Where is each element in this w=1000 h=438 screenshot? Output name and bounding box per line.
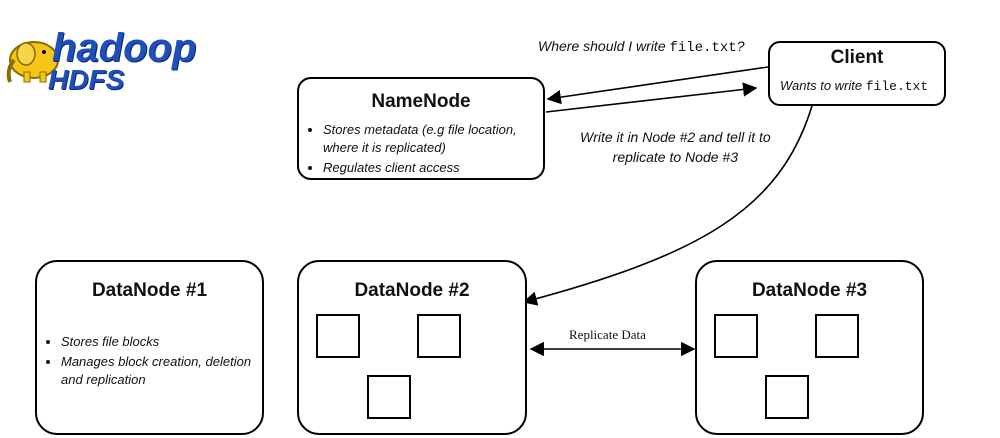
hadoop-hdfs-logo: hadoop HDFS xyxy=(4,20,204,110)
hadoop-wordmark: hadoop xyxy=(52,26,197,70)
answer-arrow xyxy=(545,82,758,113)
namenode-item: Regulates client access xyxy=(323,159,553,177)
elephant-icon xyxy=(6,41,59,83)
datanode-1-title: DataNode #1 xyxy=(91,280,208,301)
namenode-item: Stores metadata (e.g file location, wher… xyxy=(323,121,553,157)
namenode-items: Stores metadata (e.g file location, wher… xyxy=(307,121,553,179)
datanode-1-item: Manages block creation, deletion and rep… xyxy=(61,353,271,389)
datanode-1-box: DataNode #1 Stores file blocks Manages b… xyxy=(35,260,264,435)
question-arrow xyxy=(546,66,769,105)
datanode-2-title: DataNode #2 xyxy=(354,280,470,301)
datanode-3-box: DataNode #3 xyxy=(695,260,924,435)
client-box: Client Wants to write file.txt xyxy=(768,41,946,106)
hdfs-wordmark: HDFS xyxy=(48,64,125,95)
data-block xyxy=(815,314,859,358)
client-title: Client xyxy=(830,47,884,68)
answer-label: Write it in Node #2 and tell it to repli… xyxy=(580,129,771,165)
datanode-2-box: DataNode #2 xyxy=(297,260,527,435)
client-description: Wants to write file.txt xyxy=(780,78,929,94)
replicate-label: Replicate Data xyxy=(569,327,646,342)
question-label: Where should I write file.txt? xyxy=(538,38,745,56)
data-block xyxy=(316,314,360,358)
datanode-1-items: Stores file blocks Manages block creatio… xyxy=(45,333,271,391)
datanode-1-item: Stores file blocks xyxy=(61,333,271,351)
data-block xyxy=(367,375,411,419)
datanode-3-title: DataNode #3 xyxy=(751,280,868,301)
write-arrow xyxy=(522,105,813,306)
data-block xyxy=(765,375,809,419)
data-block xyxy=(417,314,461,358)
namenode-title: NameNode xyxy=(371,91,471,112)
namenode-box: NameNode Stores metadata (e.g file locat… xyxy=(297,77,545,180)
data-block xyxy=(714,314,758,358)
